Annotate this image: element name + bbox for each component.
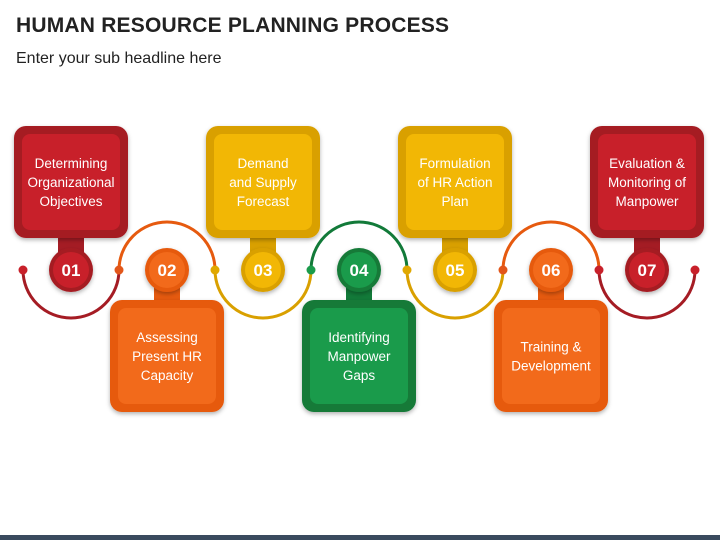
step-label-line: Objectives <box>39 194 102 209</box>
page-subtitle: Enter your sub headline here <box>16 50 222 67</box>
step-label-line: Evaluation & <box>609 156 685 171</box>
step-box-panel <box>22 134 120 230</box>
step-label-line: Training & <box>520 340 581 355</box>
step-box-panel <box>310 308 408 404</box>
wave-arc-02 <box>117 220 217 271</box>
junction-dot <box>690 265 700 275</box>
step-label-line: Identifying <box>328 330 390 345</box>
junction-dot <box>210 265 220 275</box>
step-label-line: of HR Action <box>417 175 492 190</box>
wave-arc-05 <box>405 269 505 320</box>
step-07: 07 Evaluation & Monitoring of Manpower <box>590 126 704 292</box>
step-label-line: Assessing <box>136 330 198 345</box>
step-number: 04 <box>350 261 369 280</box>
step-label-line: Organizational <box>27 175 114 190</box>
step-label-line: Capacity <box>141 368 194 383</box>
step-box-panel <box>214 134 312 230</box>
step-number-disc <box>437 252 473 288</box>
step-number: 05 <box>446 261 465 280</box>
step-label-line: Manpower <box>615 194 679 209</box>
step-label-line: Present HR <box>132 349 202 364</box>
wave-arc-06 <box>501 220 601 271</box>
step-label-line: Development <box>511 359 591 374</box>
step-box-panel <box>406 134 504 230</box>
step-number: 02 <box>158 261 177 280</box>
step-label-line: Manpower <box>327 349 391 364</box>
step-label-line: Gaps <box>343 368 376 383</box>
step-number-disc <box>245 252 281 288</box>
step-number-disc <box>149 252 185 288</box>
wave-arc-07 <box>597 269 697 320</box>
wave-line <box>18 220 700 320</box>
step-box-panel <box>598 134 696 230</box>
step-number: 07 <box>638 261 657 280</box>
step-box-panel <box>502 308 600 404</box>
step-number-disc <box>629 252 665 288</box>
step-label-line: and Supply <box>229 175 297 190</box>
step-number-disc <box>53 252 89 288</box>
junction-dot <box>114 265 124 275</box>
junction-dot <box>306 265 316 275</box>
step-label-line: Determining <box>35 156 108 171</box>
step-number-disc <box>533 252 569 288</box>
step-label-line: Monitoring of <box>608 175 686 190</box>
footer-bar <box>0 535 720 540</box>
step-number: 06 <box>542 261 561 280</box>
step-label-line: Plan <box>441 194 468 209</box>
junction-dot <box>18 265 28 275</box>
junction-dot <box>498 265 508 275</box>
wave-arc-03 <box>213 269 313 320</box>
wave-arc-01 <box>21 269 121 320</box>
connector-waves <box>18 220 700 320</box>
step-box-panel <box>118 308 216 404</box>
step-label-line: Formulation <box>419 156 490 171</box>
step-label-line: Demand <box>237 156 288 171</box>
step-number: 01 <box>62 261 81 280</box>
step-number: 03 <box>254 261 273 280</box>
junction-dot <box>594 265 604 275</box>
step-label-line: Forecast <box>237 194 290 209</box>
page-title: HUMAN RESOURCE PLANNING PROCESS <box>16 14 450 37</box>
junction-dot <box>402 265 412 275</box>
wave-arc-04 <box>309 220 409 271</box>
step-number-disc <box>341 252 377 288</box>
